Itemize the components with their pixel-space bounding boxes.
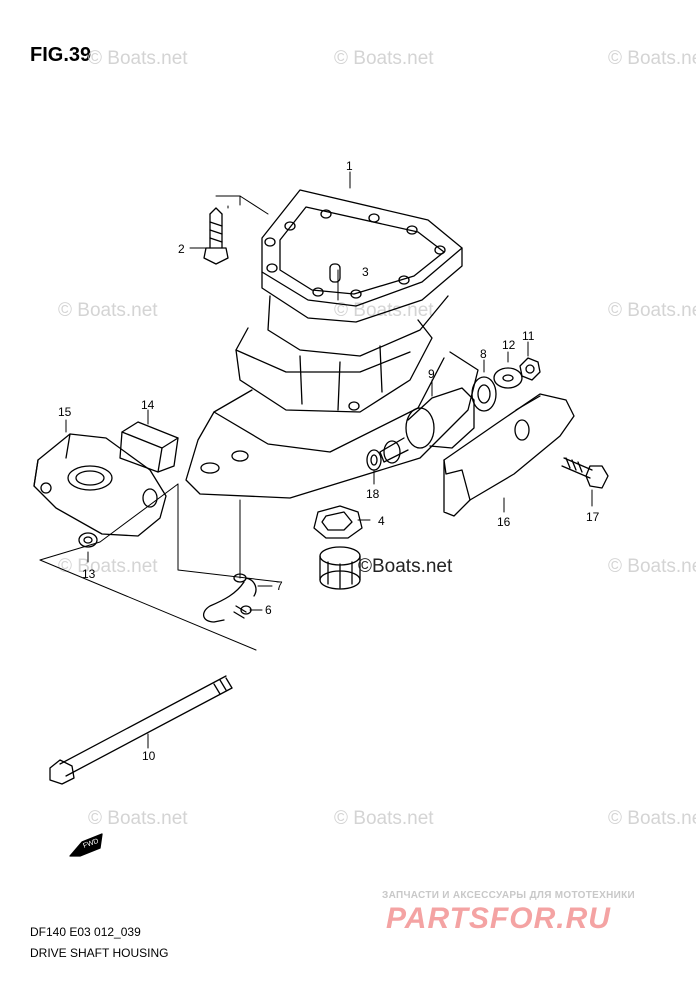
callout-2: 2 (178, 242, 185, 256)
callout-10: 10 (142, 749, 156, 763)
watermark: © Boats.net (608, 48, 696, 69)
mount-cover-part-16 (443, 393, 575, 517)
drive-shaft-housing (185, 189, 479, 499)
watermark: © Boats.net (88, 48, 188, 69)
callout-13: 13 (82, 567, 96, 581)
model-code: DF140 E03 012_039 (30, 925, 141, 939)
bolt-part-2 (203, 207, 229, 265)
callout-1: 1 (346, 159, 353, 173)
nut-part-11 (519, 357, 541, 381)
washer-part-8 (471, 376, 497, 412)
figure-title: FIG.39 (30, 44, 92, 66)
watermark: © Boats.net (58, 556, 158, 577)
ground-wire-part-7 (203, 573, 257, 623)
dowel-pin-part-3 (329, 263, 341, 283)
watermark: © Boats.net (334, 808, 434, 829)
fwd-arrow-icon (69, 833, 103, 857)
callout-7: 7 (276, 579, 283, 593)
callout-15: 15 (58, 405, 72, 419)
watermark: © Boats.net (608, 300, 696, 321)
bushing-part-9 (379, 387, 475, 464)
callout-18: 18 (366, 487, 380, 501)
bearing (319, 546, 361, 590)
bracket-part-15 (33, 433, 167, 537)
callout-11: 11 (522, 329, 535, 343)
callout-16: 16 (497, 515, 511, 529)
shop-tagline: ЗАПЧАСТИ И АКСЕССУАРЫ ДЛЯ МОТОТЕХНИКИ (382, 890, 635, 901)
bolt-part-17 (561, 457, 609, 489)
callout-12: 12 (502, 338, 516, 352)
long-bolt-part-10 (49, 675, 233, 785)
watermark: © Boats.net (334, 48, 434, 69)
callout-6: 6 (265, 603, 272, 617)
callout-8: 8 (480, 347, 487, 361)
gasket-part-4 (313, 505, 363, 539)
callout-4: 4 (378, 514, 385, 528)
callout-9: 9 (428, 367, 435, 381)
reference-lines (39, 171, 593, 749)
section-name: DRIVE SHAFT HOUSING (30, 946, 169, 960)
washer-part-18 (366, 449, 382, 471)
screw-part-6 (233, 605, 252, 619)
watermark: © Boats.net (608, 808, 696, 829)
watermark: © Boats.net (88, 808, 188, 829)
watermark: © Boats.net (608, 556, 696, 577)
shop-logo: PARTSFOR.RU (386, 902, 611, 935)
callout-3: 3 (362, 265, 369, 279)
rubber-block-part-14 (119, 421, 179, 473)
washer-part-12 (493, 367, 523, 389)
watermark: ©Boats.net (358, 556, 453, 577)
washer-part-13 (78, 532, 98, 548)
callout-17: 17 (586, 510, 600, 524)
callout-14: 14 (141, 398, 155, 412)
watermark: © Boats.net (58, 300, 158, 321)
